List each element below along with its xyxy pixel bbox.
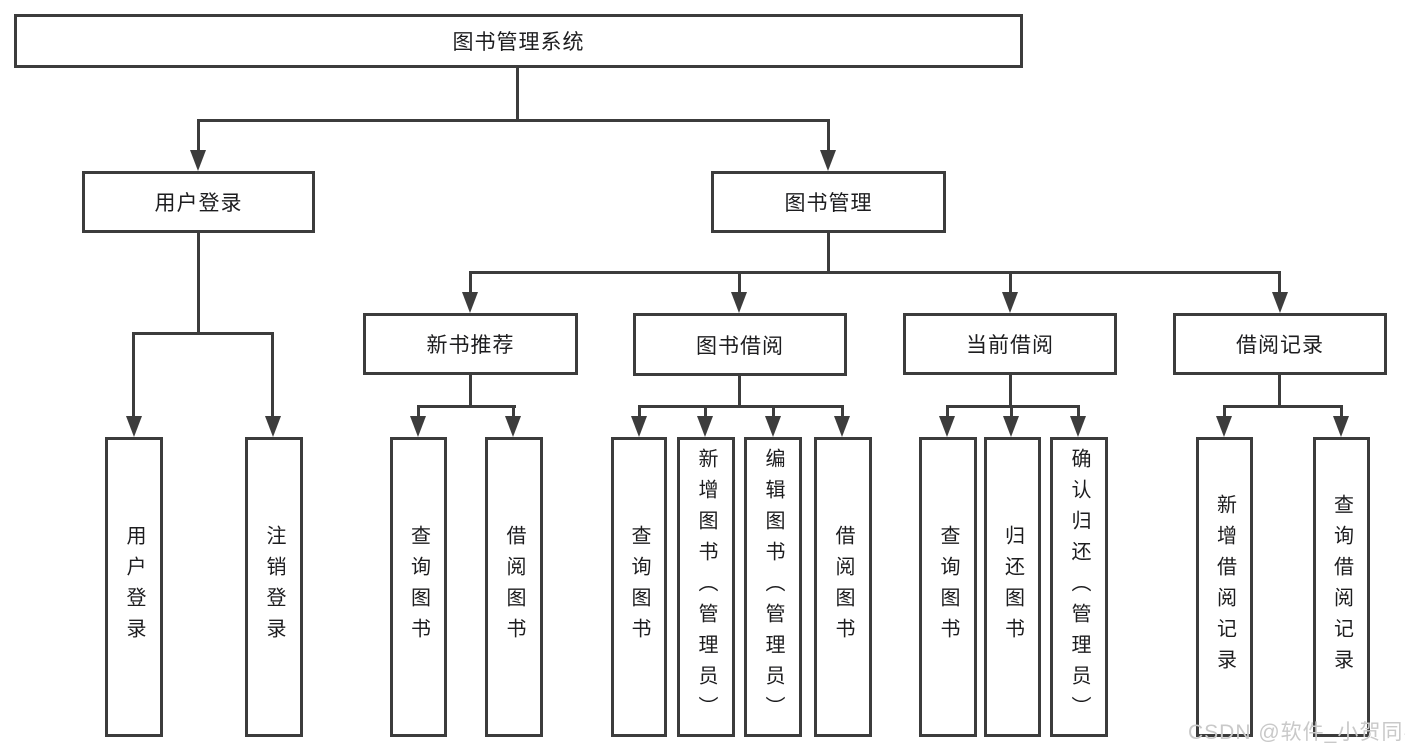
arrowhead-leaf-return-book (1003, 416, 1019, 437)
connector-current-borrow-branch (946, 405, 1080, 408)
leaf-add-borrow-record-label: 新增借阅记录 (1213, 494, 1236, 680)
arrow-shaft (1010, 405, 1013, 419)
connector-user-login-stem (197, 233, 200, 334)
node-user-login: 用户登录 (82, 171, 315, 233)
leaf-user-login: 用户登录 (105, 437, 163, 737)
arrowhead-book-borrow (731, 292, 747, 313)
arrow-shaft (1278, 271, 1281, 295)
arrowhead-leaf-logout (265, 416, 281, 437)
connector-root-branch (197, 119, 830, 122)
node-user-login-label: 用户登录 (154, 192, 243, 215)
leaf-add-book-admin: 新增图书（管理员） (677, 437, 735, 737)
connector-book-management-stem (827, 233, 830, 273)
node-new-book-recommend: 新书推荐 (363, 313, 578, 375)
leaf-query-book-current-label: 查询图书 (937, 525, 959, 649)
arrowhead-leaf-user-login (126, 416, 142, 437)
leaf-add-borrow-record: 新增借阅记录 (1196, 437, 1253, 737)
node-book-borrow-label: 图书借阅 (696, 334, 784, 358)
leaf-logout: 注销登录 (245, 437, 303, 737)
leaf-query-borrow-record: 查询借阅记录 (1313, 437, 1370, 737)
arrow-shaft (417, 405, 420, 419)
leaf-return-book-label: 归还图书 (1001, 525, 1024, 649)
arrow-shaft (197, 119, 200, 153)
leaf-confirm-return-admin: 确认归还（管理员） (1050, 437, 1108, 737)
connector-root-stem (516, 68, 519, 121)
node-current-borrow: 当前借阅 (903, 313, 1117, 375)
arrowhead-current-borrow (1002, 292, 1018, 313)
arrowhead-leaf-add-book-admin (697, 416, 713, 437)
node-book-management: 图书管理 (711, 171, 946, 233)
leaf-add-book-admin-label: 新增图书（管理员） (695, 447, 717, 727)
connector-user-login-branch (132, 332, 274, 335)
node-book-management-label: 图书管理 (784, 192, 873, 215)
arrow-shaft (841, 405, 844, 419)
arrowhead-borrow-records (1272, 292, 1288, 313)
node-borrow-records: 借阅记录 (1173, 313, 1387, 375)
arrow-shaft (704, 405, 707, 419)
arrowhead-leaf-query-borrow-record (1333, 416, 1349, 437)
arrow-shaft (738, 271, 741, 295)
node-book-borrow: 图书借阅 (633, 313, 847, 376)
leaf-query-book-current: 查询图书 (919, 437, 977, 737)
connector-borrow-records-stem (1278, 375, 1281, 408)
leaf-query-book-borrow: 查询图书 (611, 437, 667, 737)
node-borrow-records-label: 借阅记录 (1236, 334, 1324, 357)
arrowhead-new-book-recommend (462, 292, 478, 313)
leaf-borrow-book-label: 借阅图书 (832, 525, 854, 649)
arrow-shaft (271, 332, 274, 418)
arrow-shaft (512, 405, 515, 419)
leaf-query-book-recommend: 查询图书 (390, 437, 447, 737)
node-current-borrow-label: 当前借阅 (966, 334, 1054, 357)
leaf-query-book-recommend-label: 查询图书 (407, 525, 430, 649)
connector-current-borrow-stem (1009, 375, 1012, 408)
arrow-shaft (1340, 405, 1343, 419)
arrowhead-user-login (190, 150, 206, 171)
arrowhead-leaf-borrow-book (834, 416, 850, 437)
arrow-shaft (1077, 405, 1080, 419)
leaf-query-book-borrow-label: 查询图书 (628, 525, 650, 649)
leaf-edit-book-admin-label: 编辑图书（管理员） (762, 447, 784, 727)
leaf-edit-book-admin: 编辑图书（管理员） (744, 437, 802, 737)
arrow-shaft (469, 271, 472, 295)
connector-book-borrow-stem (738, 376, 741, 408)
csdn-watermark: CSDN @软件_小贺同学 (1188, 721, 1405, 744)
arrowhead-book-management (820, 150, 836, 171)
node-root: 图书管理系统 (14, 14, 1023, 68)
connector-new-book-stem (469, 375, 472, 408)
connector-borrow-records-branch (1223, 405, 1343, 408)
arrowhead-leaf-query-book-recommend (410, 416, 426, 437)
leaf-return-book: 归还图书 (984, 437, 1041, 737)
arrow-shaft (827, 119, 830, 153)
arrowhead-leaf-confirm-return-admin (1070, 416, 1086, 437)
arrow-shaft (946, 405, 949, 419)
arrow-shaft (638, 405, 641, 419)
leaf-logout-label: 注销登录 (263, 525, 285, 649)
node-new-book-recommend-label: 新书推荐 (426, 334, 515, 357)
leaf-query-borrow-record-label: 查询借阅记录 (1330, 494, 1353, 680)
arrow-shaft (1009, 271, 1012, 295)
leaf-user-login-label: 用户登录 (123, 525, 145, 649)
leaf-borrow-book-recommend: 借阅图书 (485, 437, 543, 737)
arrowhead-leaf-edit-book-admin (765, 416, 781, 437)
arrow-shaft (1223, 405, 1226, 419)
node-root-label: 图书管理系统 (452, 31, 585, 54)
leaf-confirm-return-admin-label: 确认归还（管理员） (1068, 447, 1090, 727)
connector-new-book-branch (417, 405, 516, 408)
arrow-shaft (132, 332, 135, 418)
arrow-shaft (772, 405, 775, 419)
arrowhead-leaf-add-borrow-record (1216, 416, 1232, 437)
leaf-borrow-book: 借阅图书 (814, 437, 872, 737)
arrowhead-leaf-query-book-borrow (631, 416, 647, 437)
connector-book-borrow-branch (638, 405, 844, 408)
connector-book-management-branch (469, 271, 1280, 274)
arrowhead-leaf-borrow-book-recommend (505, 416, 521, 437)
arrowhead-leaf-query-book-current (939, 416, 955, 437)
leaf-borrow-book-recommend-label: 借阅图书 (503, 525, 525, 649)
